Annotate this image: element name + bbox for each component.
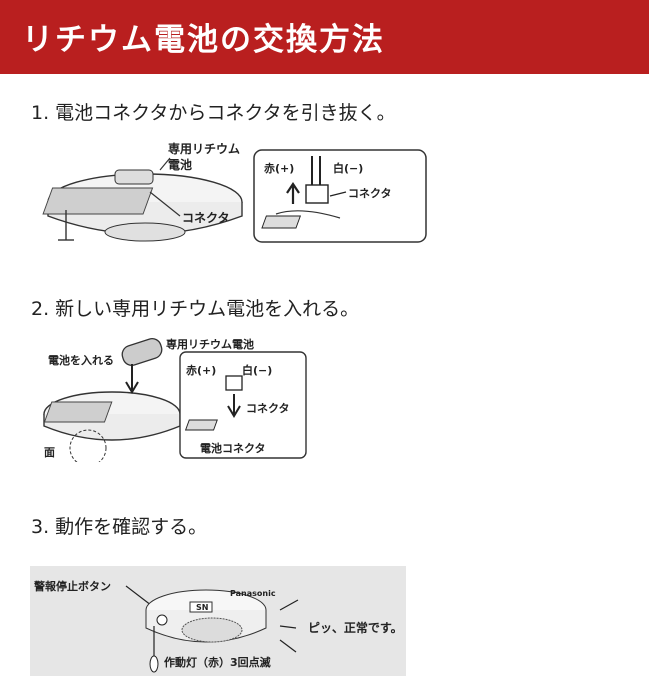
battery-icon [120,336,164,367]
step-1-text: 1. 電池コネクタからコネクタを引き抜く。 [31,98,396,125]
step-3-figure: 警報停止ボタン Panasonic SN ピッ、正常です。 作動灯（赤）3回点滅 [30,566,406,676]
step-2-text: 2. 新しい専用リチウム電池を入れる。 [31,294,359,321]
step-3-text: 3. 動作を確認する。 [31,512,207,539]
step-2-figure: 専用リチウム電池 電池を入れる 面 赤(+) 白(−) コネクタ 電池コネクタ [40,330,310,462]
label-battery-line2: 電池 [168,157,192,172]
step-1-figure: 専用リチウム 電池 コネクタ 赤(+) 白(−) コネクタ [40,140,440,252]
label-sn: SN [196,603,208,612]
label-white: 白(−) [242,363,272,377]
label-battery: 専用リチウム電池 [166,337,254,351]
smoke-detector-illustration [44,392,180,462]
label-alarm-stop: 警報停止ボタン [33,579,111,593]
label-red: 赤(+) [186,363,216,377]
page-header: リチウム電池の交換方法 [0,0,649,74]
label-beep: ピッ、正常です。 [308,620,403,635]
alarm-lamp-icon [157,615,167,625]
label-lamp: 作動灯（赤）3回点滅 [164,655,271,669]
label-face: 面 [44,446,55,459]
label-brand: Panasonic [230,589,276,598]
smoke-detector-illustration [43,170,242,241]
label-connector: コネクタ [182,211,230,225]
label-red: 赤(+) [264,161,294,175]
label-connector-inset: コネクタ [348,187,392,200]
label-battery-line1: 専用リチウム [168,141,240,156]
page-title: リチウム電池の交換方法 [22,14,385,59]
insert-arrow-icon [126,364,138,392]
label-insert: 電池を入れる [48,353,114,367]
label-connector: コネクタ [246,402,290,415]
label-white: 白(−) [333,161,363,175]
label-battery-connector: 電池コネクタ [200,441,266,455]
